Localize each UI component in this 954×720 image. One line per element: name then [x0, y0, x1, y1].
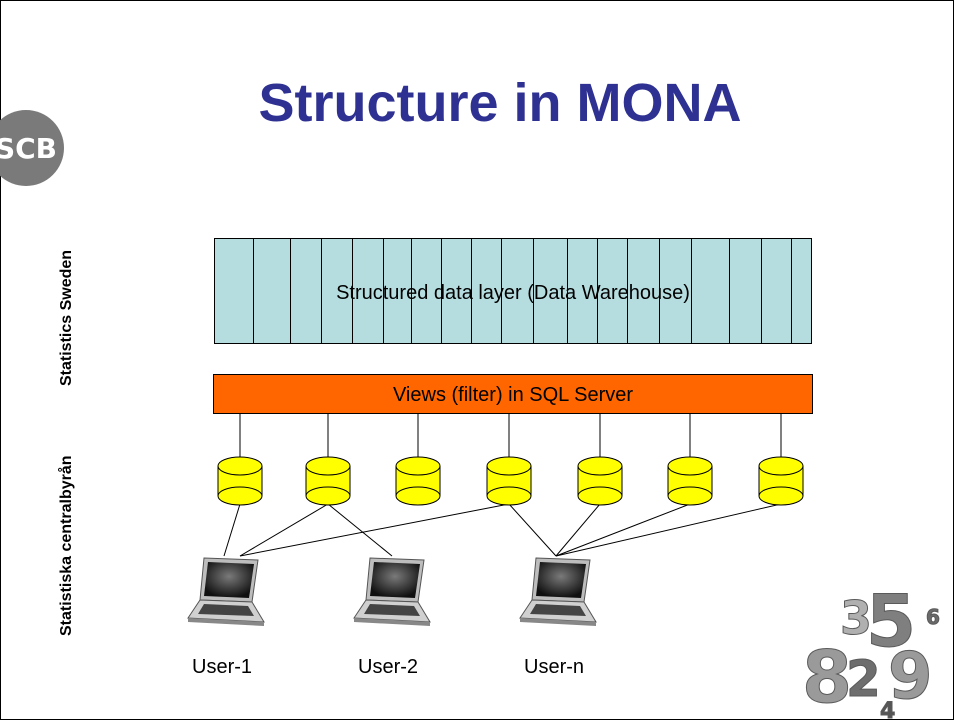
- scb-logo-icon: SCB: [0, 110, 64, 186]
- views-label: Views (filter) in SQL Server: [392, 384, 634, 406]
- scb-logo-text: SCB: [0, 132, 57, 165]
- database-icon: [217, 456, 263, 506]
- database-icon: [667, 456, 713, 506]
- user-label: User-1: [192, 656, 253, 678]
- user-label: User-2: [358, 656, 419, 678]
- views-layer: Views (filter) in SQL Server: [213, 374, 813, 414]
- data-warehouse-label: Structured data layer (Data Warehouse): [336, 282, 690, 304]
- view-to-db-lines: [239, 413, 782, 457]
- database-cylinders: [217, 456, 804, 506]
- data-warehouse-layer: Structured data layer (Data Warehouse): [214, 238, 812, 344]
- database-icon: [305, 456, 351, 506]
- slide-title: Structure in MONA: [258, 73, 742, 133]
- svg-text:3: 3: [840, 591, 872, 645]
- db-to-user-lines: [223, 503, 782, 557]
- svg-text:4: 4: [880, 699, 895, 720]
- svg-text:6: 6: [926, 605, 940, 629]
- database-icon: [577, 456, 623, 506]
- svg-text:2: 2: [846, 650, 881, 708]
- database-icon: [395, 456, 441, 506]
- database-icon: [486, 456, 532, 506]
- user-label: User-n: [524, 656, 585, 678]
- svg-text:9: 9: [888, 640, 933, 714]
- laptop-icon: [519, 557, 597, 626]
- svg-text:8: 8: [802, 635, 852, 719]
- svg-text:5: 5: [866, 580, 916, 663]
- laptop-icon: [353, 557, 431, 626]
- database-icon: [758, 456, 804, 506]
- decorative-numbers-graphic: 8 3 5 2 9 6 4: [802, 580, 940, 720]
- laptop-icon: [187, 557, 265, 626]
